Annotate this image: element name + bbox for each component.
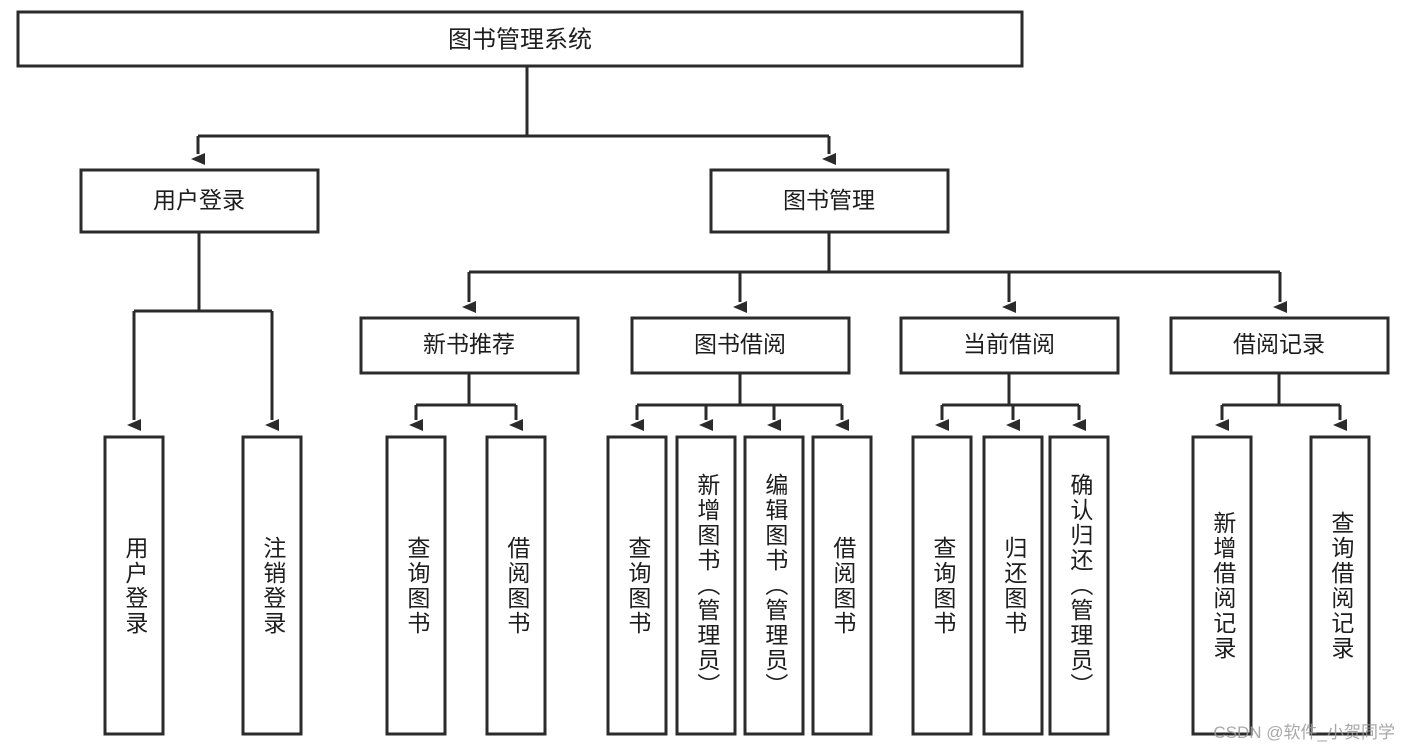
connector-root-to-level2: [191, 66, 836, 165]
node-book-management[interactable]: 图书管理: [709, 168, 950, 234]
leaf-logout-login-box[interactable]: [241, 435, 303, 736]
root-label: 图书管理系统: [448, 26, 592, 53]
leaf-query-book-recommend-box[interactable]: [385, 435, 447, 736]
book-borrow-label: 图书借阅: [694, 331, 786, 357]
root-box[interactable]: [16, 10, 1024, 68]
connector-new-book-recommend-to-leaves: [409, 373, 523, 431]
connector-borrow-record-to-leaves: [1215, 373, 1347, 431]
leaf-borrow-book-box[interactable]: [811, 435, 873, 736]
leaf-edit-book-admin-box[interactable]: [743, 435, 805, 736]
node-root[interactable]: 图书管理系统: [16, 10, 1024, 68]
leaf-boxes: [103, 435, 1371, 736]
new-book-recommend-label: 新书推荐: [423, 331, 515, 357]
leaf-user-login-box[interactable]: [103, 435, 165, 736]
leaf-add-book-admin-box[interactable]: [675, 435, 737, 736]
book-management-label: 图书管理: [783, 187, 875, 213]
node-book-borrow[interactable]: 图书借阅: [630, 316, 851, 375]
current-borrow-label: 当前借阅: [963, 331, 1055, 357]
user-login-box[interactable]: [79, 168, 320, 234]
leaf-borrow-book-recommend-box[interactable]: [485, 435, 547, 736]
node-borrow-record[interactable]: 借阅记录: [1169, 316, 1390, 375]
user-login-label: 用户登录: [153, 187, 245, 213]
node-user-login[interactable]: 用户登录: [79, 168, 320, 234]
connector-book-management-to-level3: [462, 232, 1287, 313]
borrow-record-label: 借阅记录: [1233, 331, 1325, 357]
leaf-query-borrow-record-box[interactable]: [1309, 435, 1371, 736]
current-borrow-box[interactable]: [899, 316, 1120, 375]
node-new-book-recommend[interactable]: 新书推荐: [359, 316, 580, 375]
new-book-recommend-box[interactable]: [359, 316, 580, 375]
connector-user-login-to-leaves: [127, 232, 279, 431]
leaf-add-borrow-record-box[interactable]: [1191, 435, 1253, 736]
connector-current-borrow-to-leaves: [935, 373, 1086, 431]
leaf-confirm-return-admin-box[interactable]: [1048, 435, 1110, 736]
connector-book-borrow-to-leaves: [630, 373, 849, 431]
csdn-watermark: CSDN @软件_小贺同学: [1213, 723, 1395, 742]
leaf-query-book-borrow-box[interactable]: [606, 435, 668, 736]
node-current-borrow[interactable]: 当前借阅: [899, 316, 1120, 375]
leaf-query-book-current-box[interactable]: [911, 435, 973, 736]
leaf-return-book-box[interactable]: [982, 435, 1044, 736]
